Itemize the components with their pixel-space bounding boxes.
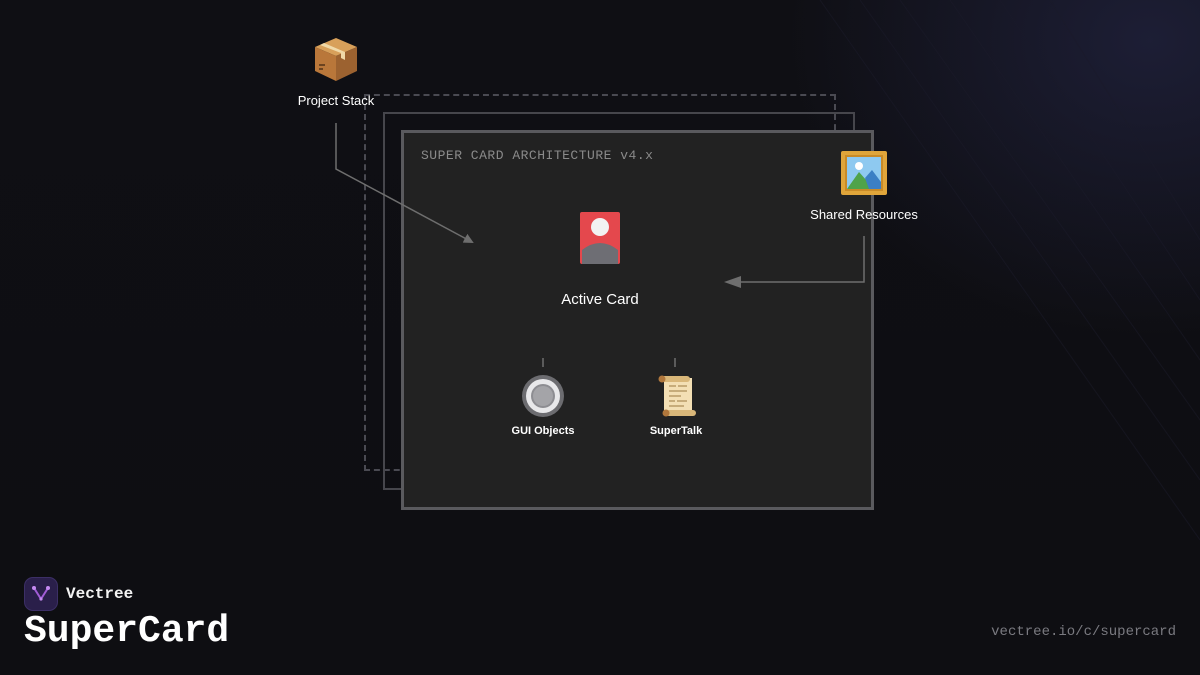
vectree-logo-icon — [24, 577, 58, 611]
source-url: vectree.io/c/supercard — [991, 624, 1176, 640]
node-label-supertalk: SuperTalk — [649, 425, 703, 437]
node-project-stack: Project Stack — [286, 34, 386, 108]
node-gui-objects: GUI Objects — [503, 374, 583, 437]
node-label-shared-resources: Shared Resources — [810, 207, 918, 222]
radio-button-icon — [522, 375, 564, 417]
brand: Vectree — [24, 577, 133, 611]
node-active-card: Active Card — [550, 210, 650, 308]
product-title: SuperCard — [24, 610, 230, 653]
node-label-gui-objects: GUI Objects — [511, 425, 575, 437]
diagram-title: SUPER CARD ARCHITECTURE v4.x — [421, 148, 654, 163]
node-supertalk: SuperTalk — [636, 374, 716, 437]
node-label-active-card: Active Card — [561, 291, 639, 308]
brand-name: Vectree — [66, 585, 134, 603]
card-portrait-icon — [580, 212, 620, 264]
framed-picture-icon — [841, 151, 887, 195]
active-card-panel — [401, 130, 874, 510]
scroll-icon — [658, 375, 696, 417]
node-label-project-stack: Project Stack — [297, 93, 375, 108]
node-shared-resources: Shared Resources — [800, 148, 928, 222]
package-icon — [315, 38, 357, 81]
